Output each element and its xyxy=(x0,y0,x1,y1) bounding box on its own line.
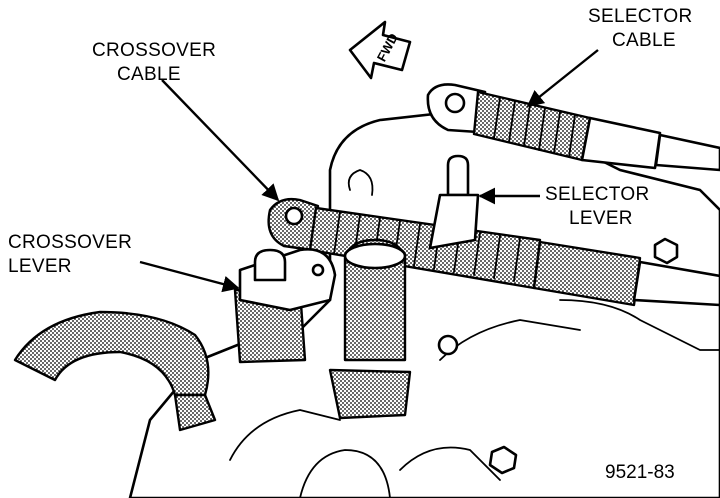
callout-leaders xyxy=(139,49,599,293)
shift-housing-bracket xyxy=(13,310,217,432)
figure-number: 9521-83 xyxy=(605,462,675,483)
selector-lever-label-line2: LEVER xyxy=(569,208,633,229)
transmission-housing xyxy=(128,108,720,498)
crossover-cable-callout: CROSSOVER CABLE xyxy=(92,40,216,85)
crossover-pivot-post xyxy=(328,238,412,420)
selector-cable xyxy=(426,83,720,172)
crossover-cable-leader xyxy=(161,79,280,202)
selector-cable-callout: SELECTOR CABLE xyxy=(588,6,692,51)
crossover-lever-label-line1: CROSSOVER xyxy=(8,232,132,253)
selector-lever xyxy=(428,154,480,250)
crossover-cable-label-line1: CROSSOVER xyxy=(92,40,216,61)
forward-direction-arrow: FWD xyxy=(348,20,412,80)
selector-cable-leader xyxy=(526,49,599,108)
selector-cable-label-line1: SELECTOR xyxy=(588,6,692,27)
selector-lever-label-line1: SELECTOR xyxy=(545,184,649,205)
selector-cable-label-line2: CABLE xyxy=(612,30,676,51)
crossover-cable-label-line2: CABLE xyxy=(117,64,181,85)
crossover-lever xyxy=(233,247,337,364)
crossover-lever-callout: CROSSOVER LEVER xyxy=(8,232,132,277)
crossover-lever-label-line2: LEVER xyxy=(8,256,72,277)
crossover-lever-leader xyxy=(139,260,240,293)
selector-lever-callout: SELECTOR LEVER xyxy=(545,184,649,229)
